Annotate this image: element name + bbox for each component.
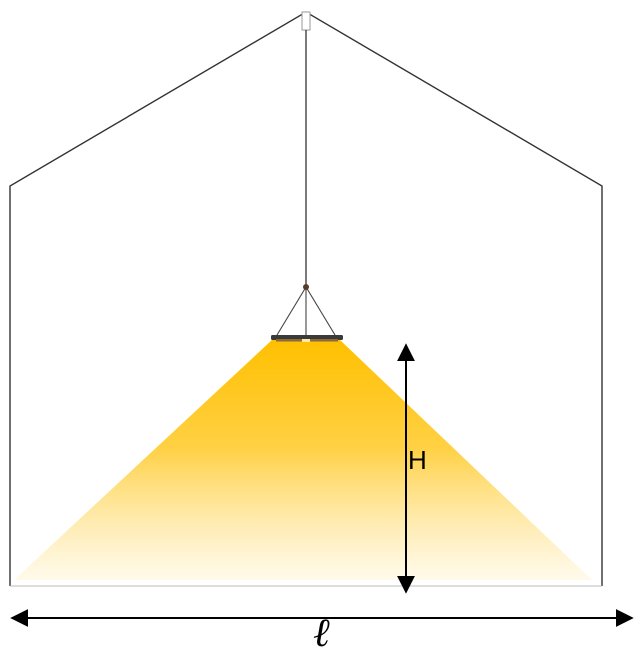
ceiling-hook-icon	[301, 11, 311, 31]
light-fixture-icon	[271, 335, 343, 342]
length-label: ℓ	[313, 610, 330, 651]
light-beam	[14, 340, 592, 580]
fixture-bridle	[276, 284, 336, 336]
height-label: H	[408, 445, 427, 475]
